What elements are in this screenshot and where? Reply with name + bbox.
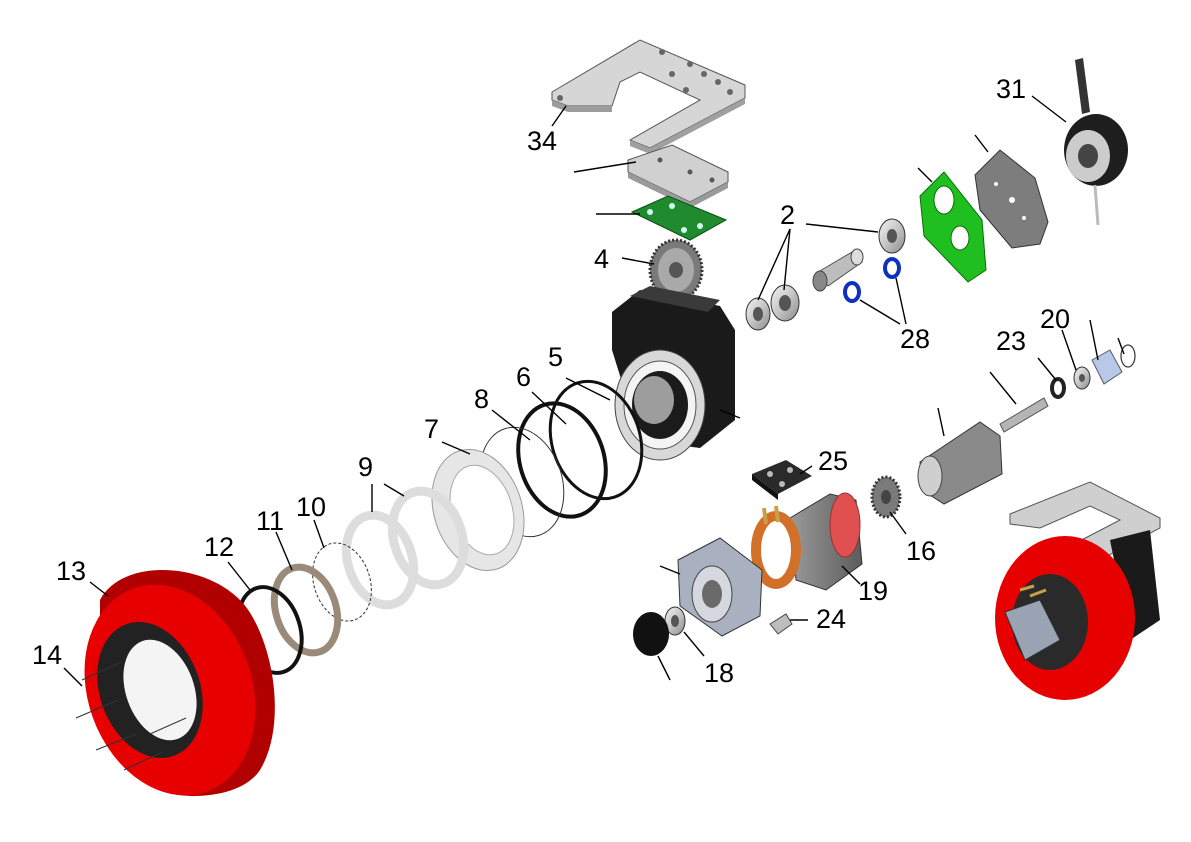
part-20-bearing	[1073, 366, 1091, 390]
leader-lines	[63, 95, 1125, 687]
label-4: 4	[594, 244, 609, 274]
part-number-labels: 34 2 4 31 28 20 23 5 6 8 7 25 9 10 11 12…	[32, 74, 1070, 688]
pcb-board	[630, 195, 728, 241]
part-9-rings	[341, 486, 469, 610]
label-10: 10	[296, 492, 326, 522]
shim-plate	[627, 144, 729, 208]
part-6-ring	[516, 401, 608, 519]
output-shaft	[812, 248, 864, 292]
part-24-sensor	[769, 613, 793, 635]
part-13-wheel	[84, 570, 275, 796]
part-5-ring	[548, 379, 644, 501]
part-4-gear	[648, 238, 704, 302]
bearing-sleeve	[1091, 349, 1123, 385]
part-2-bearings	[745, 218, 906, 331]
label-18: 18	[704, 658, 734, 688]
rotor-shaft	[999, 397, 1049, 433]
label-2: 2	[780, 200, 795, 230]
label-24: 24	[816, 604, 846, 634]
part-19-motor	[751, 492, 863, 591]
label-11: 11	[256, 506, 284, 536]
label-14: 14	[32, 640, 62, 670]
label-12: 12	[204, 532, 234, 562]
label-23: 23	[996, 326, 1026, 356]
label-31: 31	[996, 74, 1026, 104]
part-11-ring	[270, 563, 342, 657]
label-16: 16	[906, 536, 936, 566]
label-34: 34	[527, 126, 557, 156]
part-18-bearing	[664, 606, 686, 636]
label-19: 19	[858, 576, 888, 606]
end-cap	[633, 612, 669, 656]
label-20: 20	[1040, 304, 1070, 334]
snap-ring	[1120, 344, 1136, 368]
label-13: 13	[56, 556, 86, 586]
green-cover-plate	[919, 171, 987, 283]
part-28-o-rings	[843, 257, 901, 303]
part-34-mounting-plate	[551, 39, 746, 154]
label-6: 6	[516, 362, 531, 392]
label-8: 8	[474, 384, 489, 414]
part-25-terminal-block	[752, 460, 812, 500]
rotor	[917, 421, 1003, 505]
motor-end-housing	[677, 537, 763, 637]
part-16-gear	[870, 475, 902, 519]
gearbox-housing	[612, 286, 735, 461]
label-25: 25	[818, 446, 848, 476]
part-31-encoder	[1064, 58, 1128, 226]
label-28: 28	[900, 324, 930, 354]
label-9: 9	[358, 452, 373, 482]
gray-cover-plate	[974, 149, 1049, 249]
part-10-ring	[312, 542, 372, 622]
part-23-ring	[1050, 377, 1066, 399]
part-14-bolts	[75, 661, 187, 771]
label-5: 5	[548, 342, 563, 372]
assembled-drive-unit	[995, 481, 1161, 700]
label-7: 7	[424, 414, 439, 444]
